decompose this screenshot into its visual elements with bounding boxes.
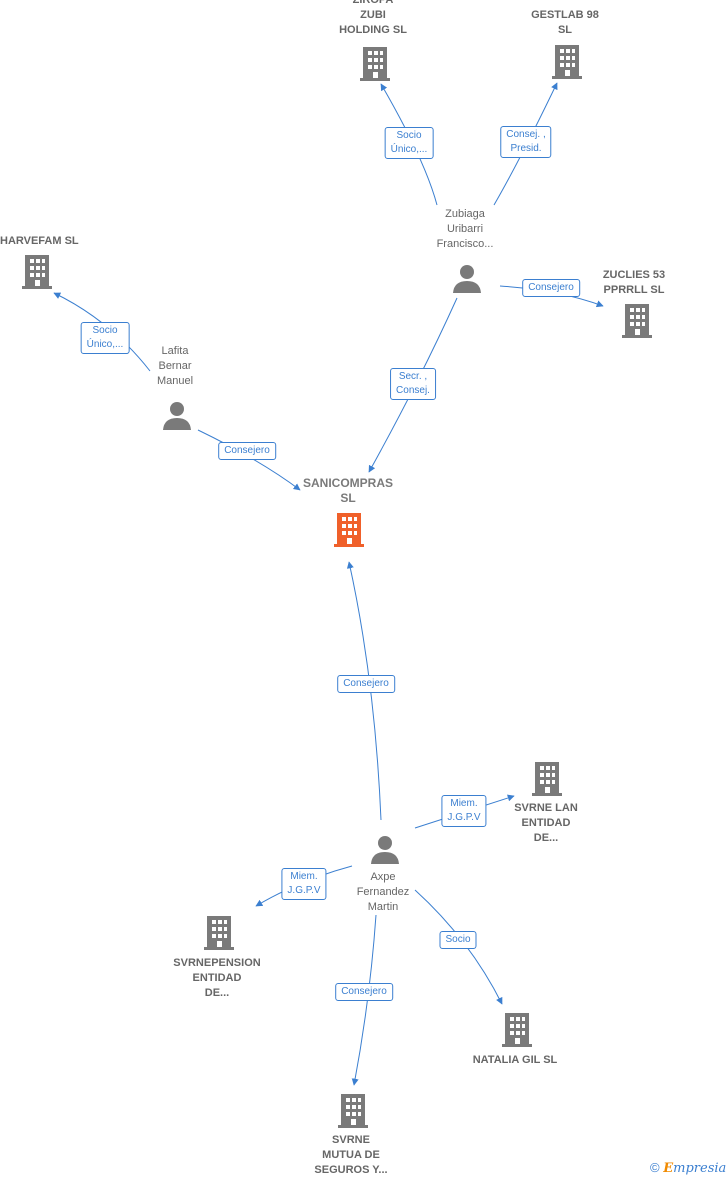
edge-badge-axpe-svrne-lan[interactable]: Miem. J.G.P.V bbox=[441, 795, 487, 827]
edge-badge-zubiaga-gestlab[interactable]: Consej. , Presid. bbox=[500, 126, 552, 158]
building-icon[interactable] bbox=[332, 512, 366, 548]
building-icon[interactable] bbox=[500, 1012, 534, 1048]
edge-badge-zubiaga-zuclies[interactable]: Consejero bbox=[522, 279, 580, 297]
building-icon[interactable] bbox=[620, 303, 654, 339]
person-icon[interactable] bbox=[452, 263, 482, 293]
node-label-zuclies[interactable]: ZUCLIES 53 PPRRLL SL bbox=[602, 269, 666, 296]
building-icon[interactable] bbox=[358, 46, 392, 82]
edge-lafita-sanicompras bbox=[197, 429, 301, 491]
node-label-gestlab[interactable]: GESTLAB 98 SL bbox=[531, 9, 599, 36]
edge-badge-zubiaga-sanicompras[interactable]: Secr. , Consej. bbox=[390, 368, 436, 400]
edge-badge-axpe-svrne-mutua[interactable]: Consejero bbox=[335, 983, 393, 1001]
node-label-svrne-mutua[interactable]: SVRNE MUTUA DE SEGUROS Y... bbox=[314, 1134, 388, 1176]
person-icon[interactable] bbox=[370, 834, 400, 864]
node-label-lafita[interactable]: Lafita Bernar Manuel bbox=[156, 345, 194, 387]
node-label-axpe[interactable]: Axpe Fernandez Martin bbox=[356, 871, 410, 913]
building-icon[interactable] bbox=[202, 915, 236, 951]
node-label-sanicompras[interactable]: SANICOMPRAS SL bbox=[302, 476, 394, 505]
person-icon[interactable] bbox=[162, 400, 192, 430]
building-icon[interactable] bbox=[336, 1093, 370, 1129]
node-label-natalia[interactable]: NATALIA GIL SL bbox=[472, 1054, 558, 1066]
edge-badge-axpe-sanicompras[interactable]: Consejero bbox=[337, 675, 395, 693]
edge-badge-lafita-harvefam[interactable]: Socio Único,... bbox=[80, 322, 130, 354]
node-label-svrnepension[interactable]: SVRNEPENSION ENTIDAD DE... bbox=[173, 957, 261, 999]
building-icon[interactable] bbox=[550, 44, 584, 80]
building-icon[interactable] bbox=[20, 254, 54, 290]
edge-badge-axpe-natalia[interactable]: Socio bbox=[439, 931, 477, 949]
brand-logo: Empresia bbox=[663, 1161, 727, 1176]
edge-badge-axpe-svrnepension[interactable]: Miem. J.G.P.V bbox=[281, 868, 327, 900]
node-label-harvefam[interactable]: HARVEFAM SL bbox=[0, 235, 79, 247]
edge-badge-zubiaga-ziropa[interactable]: Socio Único,... bbox=[384, 127, 434, 159]
building-icon[interactable] bbox=[530, 761, 564, 797]
node-label-ziropa[interactable]: ZIROPA ZUBI HOLDING SL bbox=[339, 0, 407, 36]
footer-brand[interactable]: © Empresia bbox=[650, 1160, 726, 1176]
edge-badge-lafita-sanicompras[interactable]: Consejero bbox=[218, 442, 276, 460]
node-label-zubiaga[interactable]: Zubiaga Uribarri Francisco... bbox=[436, 208, 494, 250]
copyright-symbol: © bbox=[650, 1160, 660, 1175]
node-label-svrne-lan[interactable]: SVRNE LAN ENTIDAD DE... bbox=[514, 802, 578, 844]
